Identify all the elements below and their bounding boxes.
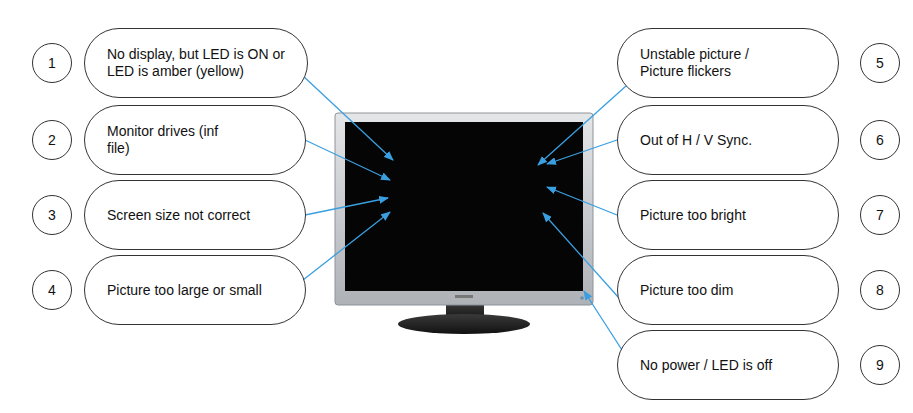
symptom-box: Unstable picture / Picture flickers — [617, 28, 839, 98]
power-led — [580, 296, 584, 300]
symptom-text: Monitor drives (inf file) — [107, 123, 219, 157]
number-text: 5 — [876, 55, 884, 72]
callout-number: 9 — [860, 345, 900, 385]
callout-number: 2 — [32, 120, 72, 160]
brand-mark — [455, 295, 473, 298]
symptom-box: Picture too dim — [617, 255, 839, 325]
monitor-base — [398, 314, 530, 334]
symptom-text: Screen size not correct — [107, 207, 250, 224]
callout-number: 3 — [32, 195, 72, 235]
number-text: 1 — [48, 55, 56, 72]
number-text: 6 — [876, 132, 884, 149]
symptom-box: Screen size not correct — [84, 180, 306, 250]
symptom-box: Picture too large or small — [84, 255, 306, 325]
monitor-screen — [345, 122, 583, 291]
number-text: 7 — [876, 207, 884, 224]
symptom-box: Out of H / V Sync. — [617, 105, 839, 175]
symptom-text: Picture too dim — [640, 282, 733, 299]
callout-number: 6 — [860, 120, 900, 160]
callout-number: 4 — [32, 270, 72, 310]
symptom-text: Unstable picture / Picture flickers — [640, 46, 765, 80]
symptom-box: No display, but LED is ON or LED is ambe… — [84, 28, 308, 98]
symptom-box: Monitor drives (inf file) — [84, 105, 306, 175]
leader-lines — [302, 75, 626, 350]
symptom-text: No power / LED is off — [640, 357, 772, 374]
symptom-text: Picture too bright — [640, 207, 746, 224]
number-text: 4 — [48, 282, 56, 299]
symptom-box: No power / LED is off — [617, 330, 839, 400]
callout-number: 1 — [32, 43, 72, 83]
callout-number: 8 — [860, 270, 900, 310]
symptom-text: No display, but LED is ON or LED is ambe… — [107, 46, 289, 80]
number-text: 2 — [48, 132, 56, 149]
callout-number: 5 — [860, 43, 900, 83]
symptom-text: Picture too large or small — [107, 282, 262, 299]
number-text: 9 — [876, 357, 884, 374]
symptom-box: Picture too bright — [617, 180, 839, 250]
callout-number: 7 — [860, 195, 900, 235]
number-text: 8 — [876, 282, 884, 299]
number-text: 3 — [48, 207, 56, 224]
symptom-text: Out of H / V Sync. — [640, 132, 752, 149]
